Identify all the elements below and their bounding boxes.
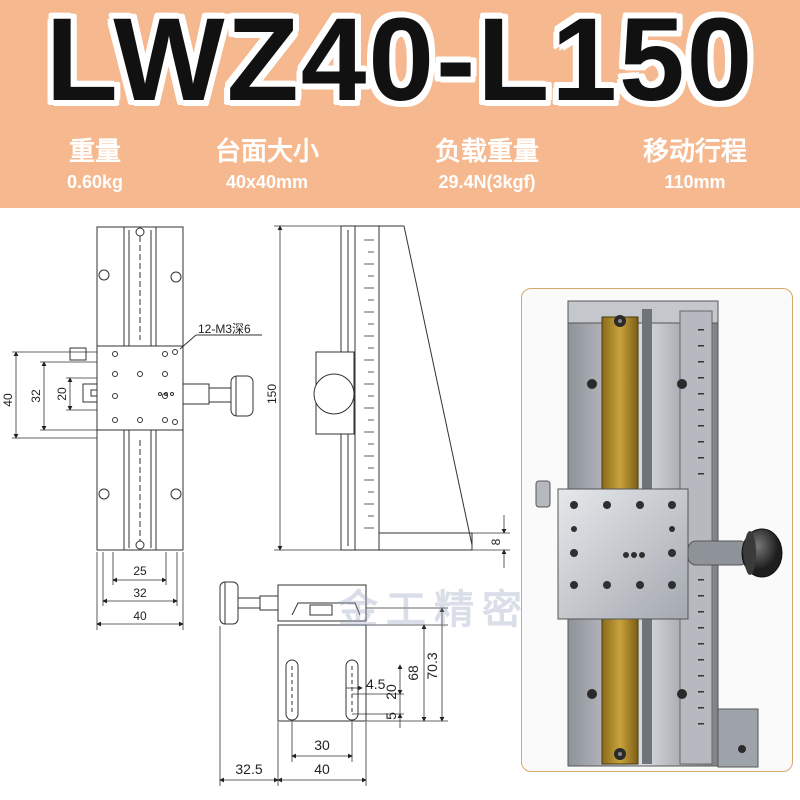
- dim-32-5: 32.5: [235, 761, 262, 777]
- watermark-text: 金工精密: [338, 587, 530, 633]
- dim-40-base: 40: [314, 761, 330, 777]
- dim-8: 8: [489, 538, 503, 545]
- stage-render: [535, 300, 783, 768]
- dim-70-3: 70.3: [424, 652, 440, 679]
- spec-travel-label: 移动行程: [642, 136, 747, 166]
- bottom-view-dimensions: [219, 607, 448, 786]
- dim-150: 150: [265, 384, 279, 404]
- spec-load-label: 负载重量: [434, 136, 539, 166]
- dim-68: 68: [405, 665, 421, 681]
- dim-4-5: 4.5: [366, 676, 386, 692]
- spec-weight: 重量 0.60kg: [0, 136, 190, 194]
- spec-load-value: 29.4N(3kgf): [438, 172, 536, 192]
- front-view: [69, 226, 262, 551]
- product-photo: [521, 288, 793, 772]
- front-note-thread: 12-M3深6: [198, 322, 251, 336]
- side-view: [313, 225, 473, 551]
- dim-20-left: 20: [55, 387, 69, 401]
- dim-32-left: 32: [29, 389, 43, 403]
- bottom-view: [219, 581, 367, 722]
- dim-32-bottom: 32: [133, 586, 147, 600]
- spec-weight-value: 0.60kg: [66, 172, 124, 192]
- spec-travel: 移动行程 110mm: [600, 136, 790, 194]
- dim-30: 30: [314, 737, 330, 753]
- dim-20-bottom: 20: [383, 684, 399, 700]
- spec-weight-label: 重量: [68, 136, 121, 166]
- spec-travel-value: 110mm: [664, 172, 726, 192]
- product-model-title: LWZ40-L150: [45, 0, 755, 126]
- table-holes: [112, 349, 178, 425]
- side-view-dimensions: [274, 225, 510, 568]
- header-banner: LWZ40-L150 重量 0.60kg 台面大小 40x40mm 负载重量 2…: [0, 0, 800, 208]
- spec-load: 负载重量 29.4N(3kgf): [392, 136, 582, 194]
- dim-25: 25: [133, 564, 147, 578]
- dim-40-left: 40: [1, 393, 15, 407]
- spec-table-size-label: 台面大小: [214, 136, 319, 166]
- dim-40-bottom: 40: [133, 609, 147, 623]
- spec-table-size: 台面大小 40x40mm: [172, 136, 362, 194]
- dim-5: 5: [383, 712, 399, 720]
- technical-drawing: 12-M3深6 40 32 20 25 32 40: [1, 225, 510, 786]
- ruler-ticks: [364, 239, 374, 529]
- spec-table-size-value: 40x40mm: [225, 172, 309, 192]
- front-view-dimensions: [12, 351, 184, 630]
